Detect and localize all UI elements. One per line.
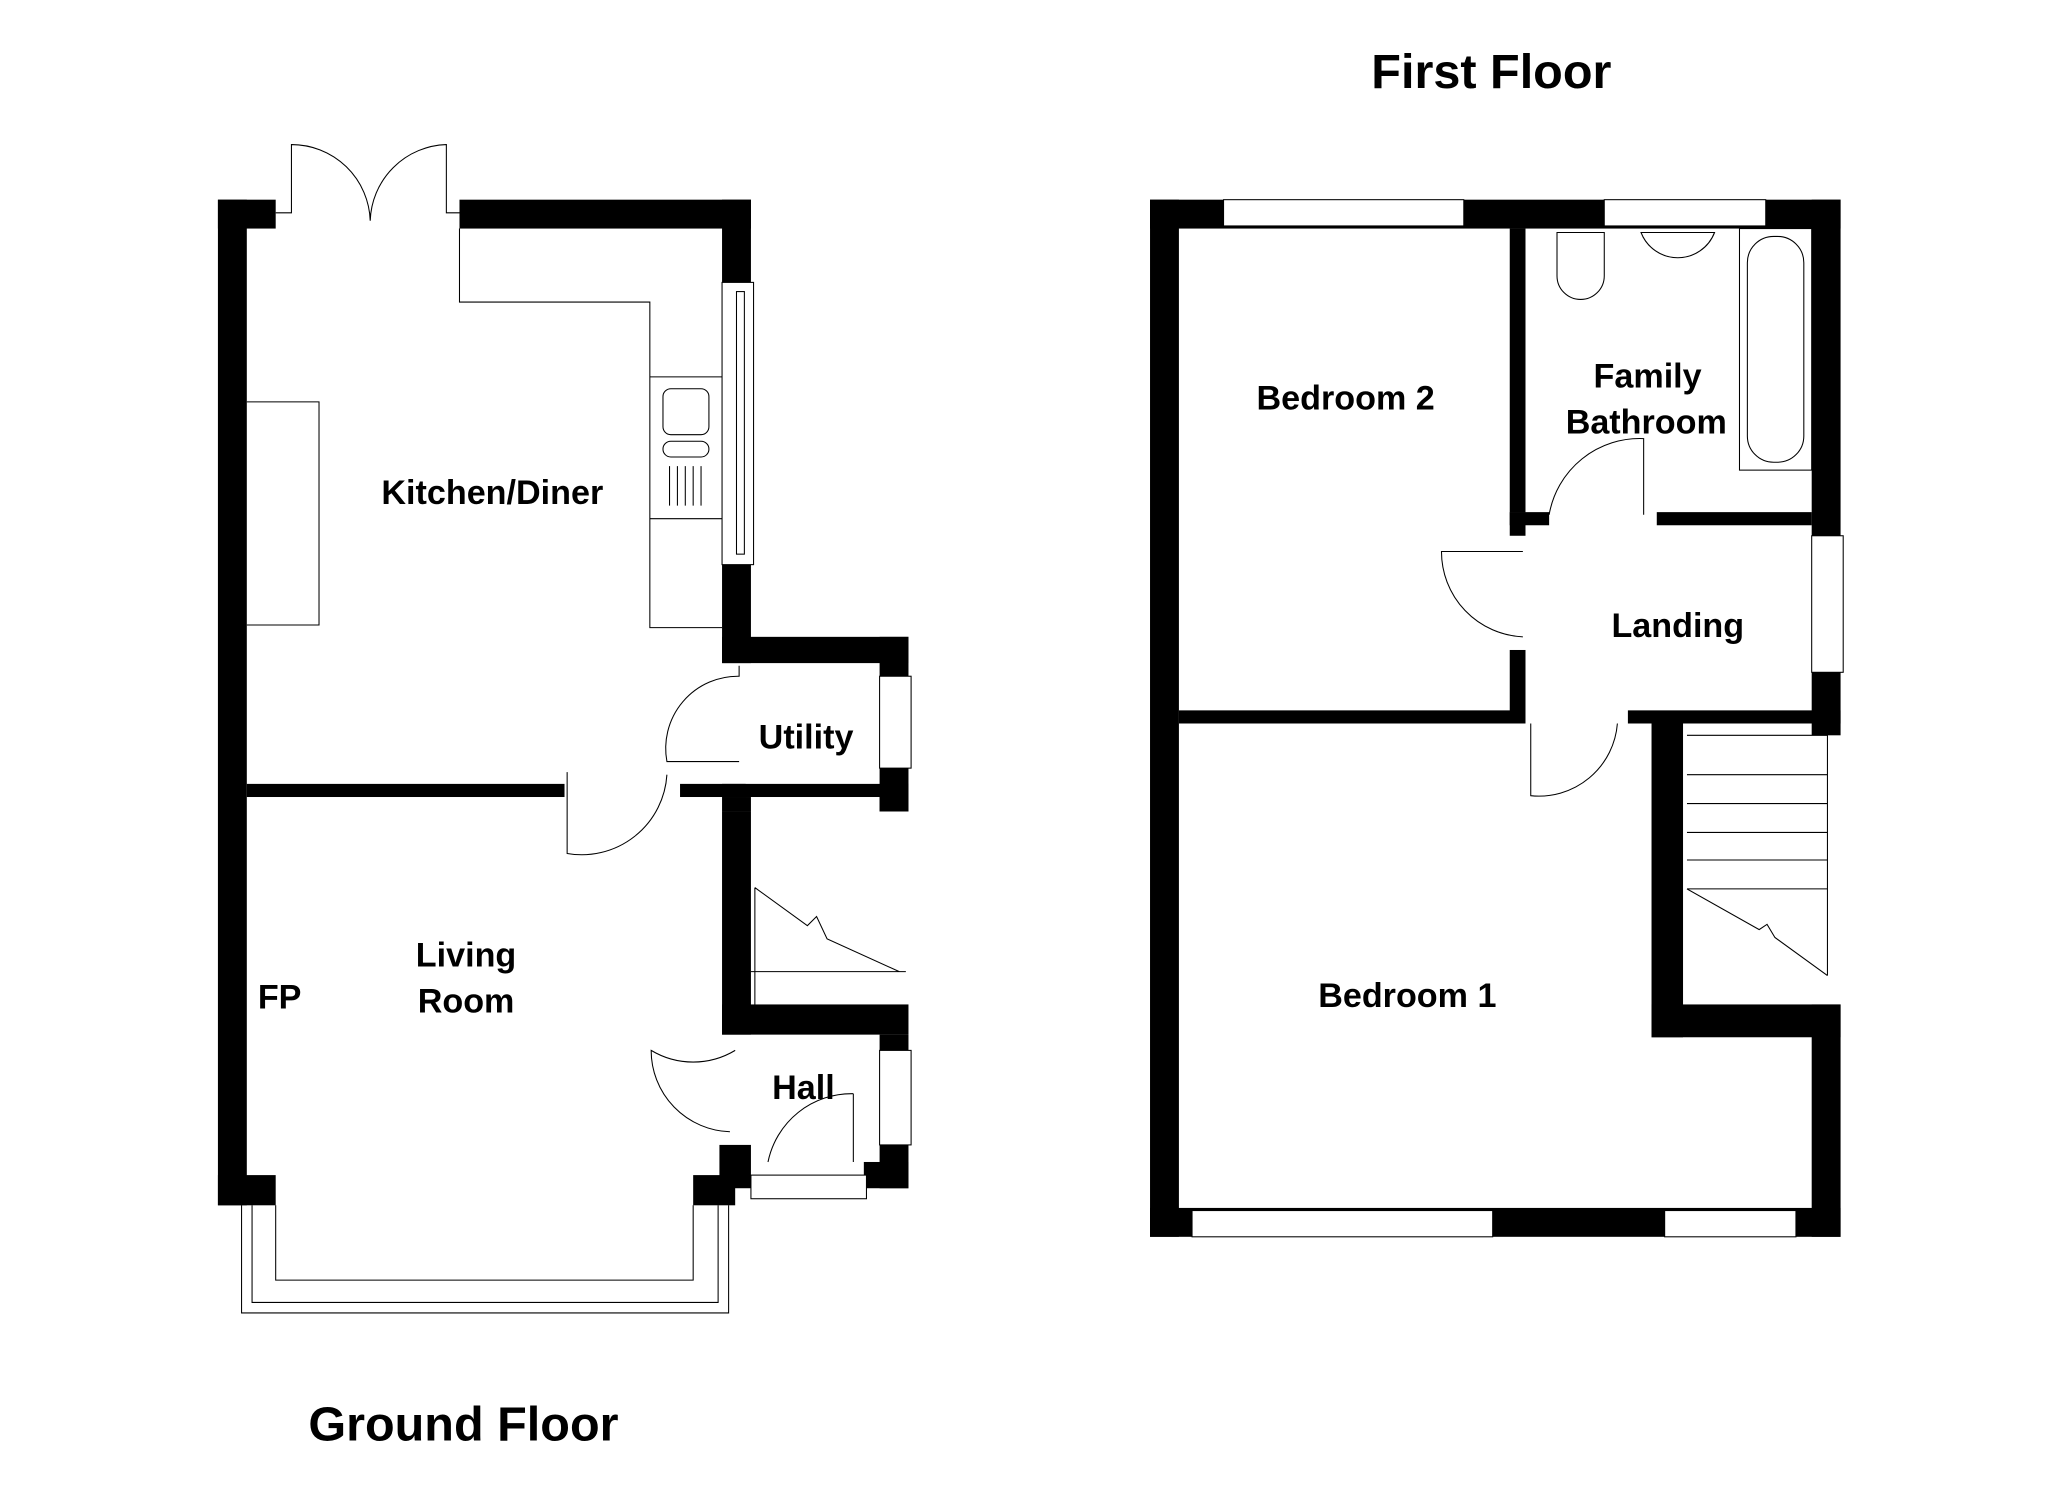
ground-floor-title: Ground Floor (308, 1397, 618, 1451)
room-label-bedroom-1: Bedroom 1 (1318, 977, 1496, 1015)
room-label-bathroom-2: Bathroom (1566, 403, 1727, 441)
ground-floor-plan: Kitchen/Diner Utility Living Room FP Hal… (217, 143, 912, 1451)
room-label-living-2: Room (418, 982, 515, 1020)
fireplace-label: FP (258, 978, 302, 1016)
room-label-living-1: Living (416, 936, 516, 974)
room-label-bathroom-1: Family (1594, 357, 1702, 395)
room-label-landing: Landing (1611, 607, 1744, 645)
room-label-hall: Hall (772, 1069, 835, 1107)
room-label-kitchen-diner: Kitchen/Diner (381, 474, 603, 512)
first-floor-labels: Bedroom 2 Family Bathroom Landing Bedroo… (1257, 45, 1745, 1015)
first-floor-title: First Floor (1371, 45, 1611, 99)
ground-floor-labels: Kitchen/Diner Utility Living Room FP Hal… (258, 474, 854, 1451)
room-label-utility: Utility (759, 718, 854, 756)
first-floor-plan: Bedroom 2 Family Bathroom Landing Bedroo… (1150, 45, 1844, 1238)
room-label-bedroom-2: Bedroom 2 (1257, 380, 1435, 418)
